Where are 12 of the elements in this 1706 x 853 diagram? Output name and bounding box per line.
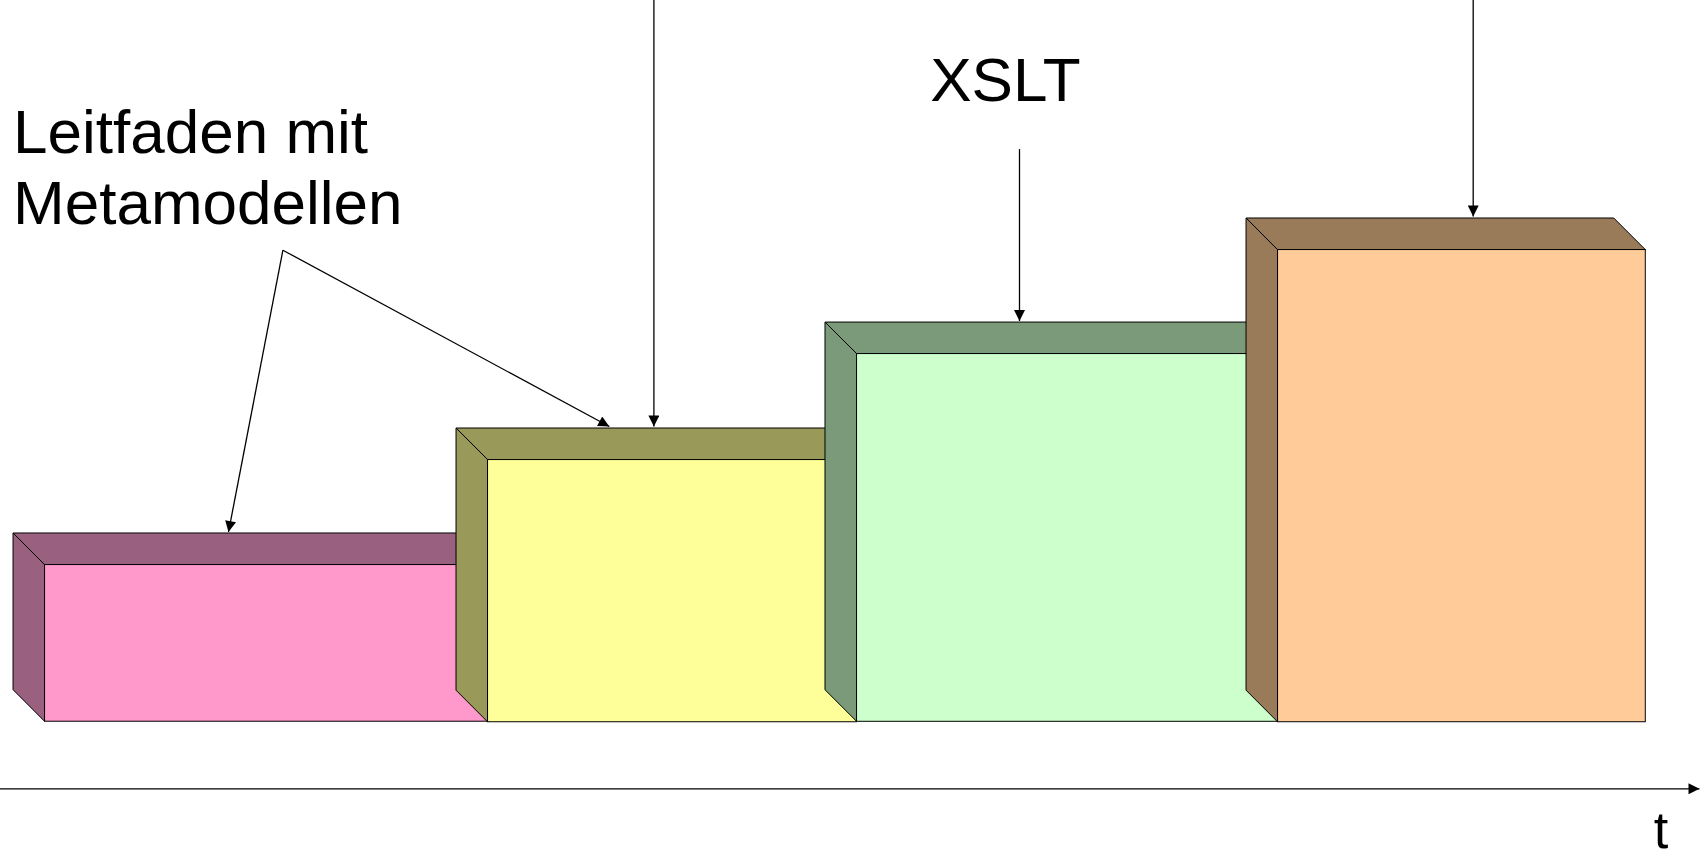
arrow [225,249,284,533]
arrow [282,249,610,428]
step-block [1245,217,1646,722]
step-block [13,533,488,722]
annotation-text: Leitfaden mit Metamodellen [13,95,470,239]
arrow [1467,0,1479,218]
annotation-text: XSLT [930,43,1081,115]
arrow [1014,148,1025,322]
arrow [648,0,660,428]
step-block [455,427,857,722]
axis-label: t [1653,799,1669,853]
step-block [824,322,1278,722]
